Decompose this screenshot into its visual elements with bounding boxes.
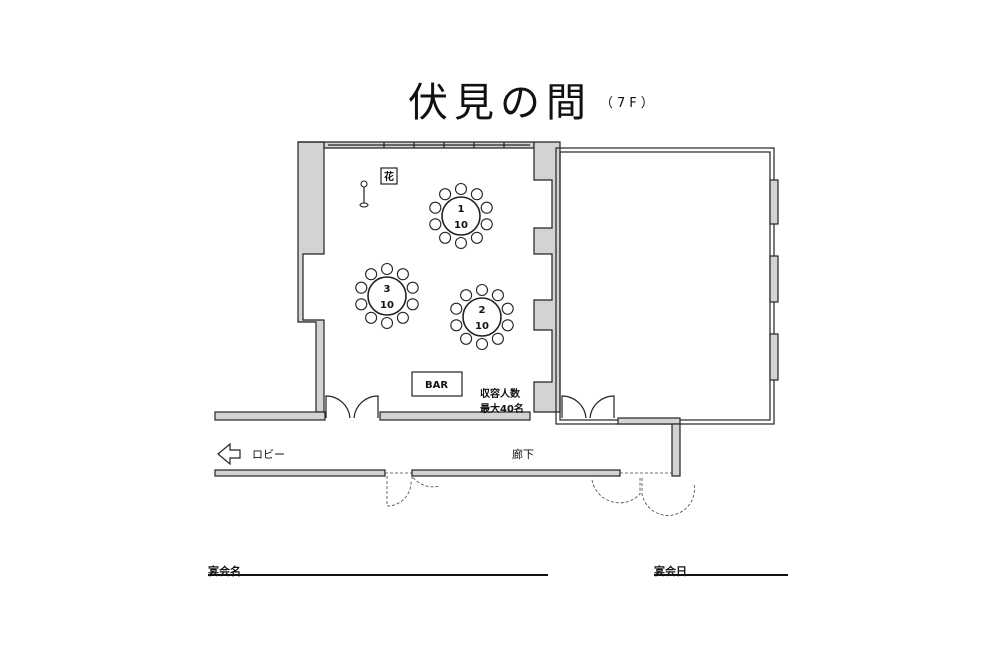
adjacent-room-wall-south <box>617 417 681 425</box>
table-seat-count: 10 <box>380 300 394 311</box>
chair <box>475 337 489 351</box>
chair <box>406 298 419 311</box>
corridor-wall-north-left <box>214 411 326 421</box>
chair <box>480 201 493 214</box>
chair <box>365 311 378 324</box>
microphone-base <box>359 202 369 208</box>
chair <box>454 236 468 250</box>
floor-label: （7F） <box>600 96 658 111</box>
chair <box>501 319 514 332</box>
flower-label: 花 <box>384 170 394 183</box>
round-table <box>367 276 407 316</box>
chair <box>450 319 463 332</box>
event-name-label: 宴会名 <box>208 565 241 578</box>
capacity-line2: 最大40名 <box>480 402 524 415</box>
adjacent-room-window <box>769 333 779 381</box>
microphone-icon <box>360 180 368 188</box>
chair <box>396 311 409 324</box>
chair <box>380 316 394 330</box>
flower-box <box>380 167 398 185</box>
adjacent-room-window <box>769 179 779 225</box>
chair <box>454 182 468 196</box>
corridor-wall-east <box>671 423 681 477</box>
lobby-label: ロビー <box>252 448 285 461</box>
chair <box>480 218 493 231</box>
tables-group: 1 10 2 10 3 10 <box>355 182 514 351</box>
chair <box>491 289 504 302</box>
table-seat-count: 10 <box>475 321 489 332</box>
chair <box>429 201 442 214</box>
chair <box>365 268 378 281</box>
chair <box>355 298 368 311</box>
chair <box>501 302 514 315</box>
chair <box>406 281 419 294</box>
chair <box>470 231 483 244</box>
main-room-wall-west <box>297 141 325 413</box>
main-room-wall-south <box>379 411 531 421</box>
table-seat-count: 10 <box>454 220 468 231</box>
page-title: 伏見の間 <box>408 80 592 126</box>
chair <box>475 283 489 297</box>
corridor-label: 廊下 <box>512 447 534 461</box>
chair <box>460 289 473 302</box>
chair <box>355 281 368 294</box>
round-table <box>441 196 481 236</box>
door-swing <box>353 395 379 419</box>
door-swing <box>325 395 351 419</box>
event-date-field[interactable] <box>654 574 788 576</box>
chair <box>460 332 473 345</box>
chair <box>396 268 409 281</box>
door-swing <box>561 395 587 419</box>
exterior-door-swing <box>591 478 641 504</box>
chair <box>429 218 442 231</box>
bar-counter <box>411 371 463 397</box>
exterior-door-swing <box>411 474 441 488</box>
bar-label: BAR <box>425 380 448 391</box>
door-swing <box>589 395 615 419</box>
main-room-wall-east <box>533 141 561 413</box>
chair <box>439 231 452 244</box>
round-table <box>462 297 502 337</box>
chair <box>491 332 504 345</box>
table-number: 1 <box>458 204 465 215</box>
table-number: 2 <box>479 305 486 316</box>
capacity-line1: 収容人数 <box>480 387 521 400</box>
corridor-wall-south-left <box>214 469 386 477</box>
adjacent-room-outer <box>555 147 775 425</box>
chair <box>380 262 394 276</box>
exterior-door-swing <box>641 478 695 516</box>
adjacent-room <box>559 151 771 421</box>
chair <box>439 188 452 201</box>
chair <box>470 188 483 201</box>
corridor-wall-south-right <box>411 469 621 477</box>
event-name-field[interactable] <box>208 574 548 576</box>
exterior-door-swing <box>386 476 412 507</box>
adjacent-room-window <box>769 255 779 303</box>
event-date-label: 宴会日 <box>654 565 687 578</box>
lobby-arrow-icon <box>217 442 241 466</box>
table-number: 3 <box>384 284 391 295</box>
chair <box>450 302 463 315</box>
